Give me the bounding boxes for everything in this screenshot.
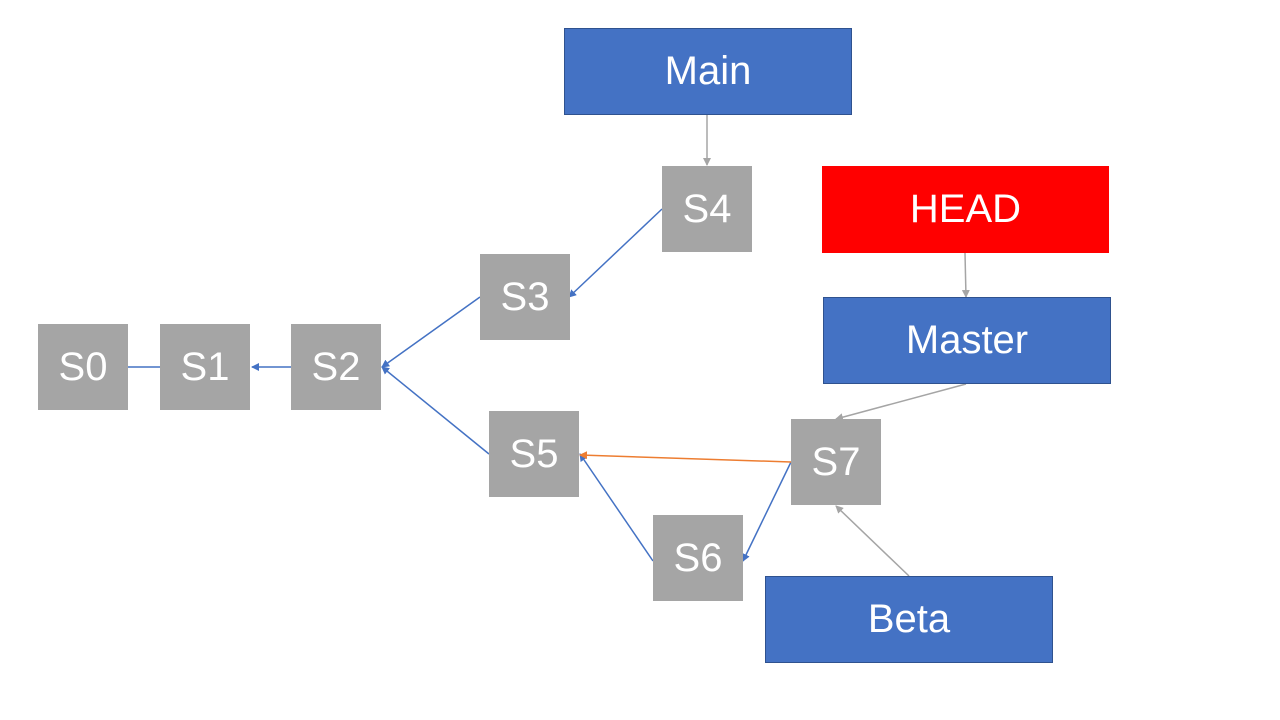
edge-head-to-master (961, 252, 970, 298)
commit-s1: S1 (160, 324, 250, 410)
edge-s7-to-s5 (579, 451, 792, 463)
edge-master-to-s7 (835, 383, 967, 422)
commit-s4: S4 (662, 166, 752, 252)
branch-main: Main (564, 28, 852, 115)
commit-s3: S3 (480, 254, 570, 340)
commit-s5: S5 (489, 411, 579, 497)
commit-s0: S0 (38, 324, 128, 410)
commit-s6: S6 (653, 515, 743, 601)
edge-s6-to-s5 (579, 453, 654, 562)
head-pointer: HEAD (822, 166, 1109, 253)
branch-beta: Beta (765, 576, 1053, 663)
edge-s4-to-s3 (568, 208, 663, 298)
commit-s2: S2 (291, 324, 381, 410)
commit-s7: S7 (791, 419, 881, 505)
edge-s5-to-s2 (381, 366, 490, 455)
edge-beta-to-s7 (835, 505, 910, 577)
branch-master: Master (823, 297, 1111, 384)
edge-s7-to-s6 (742, 461, 792, 562)
edge-s3-to-s2 (381, 296, 481, 368)
